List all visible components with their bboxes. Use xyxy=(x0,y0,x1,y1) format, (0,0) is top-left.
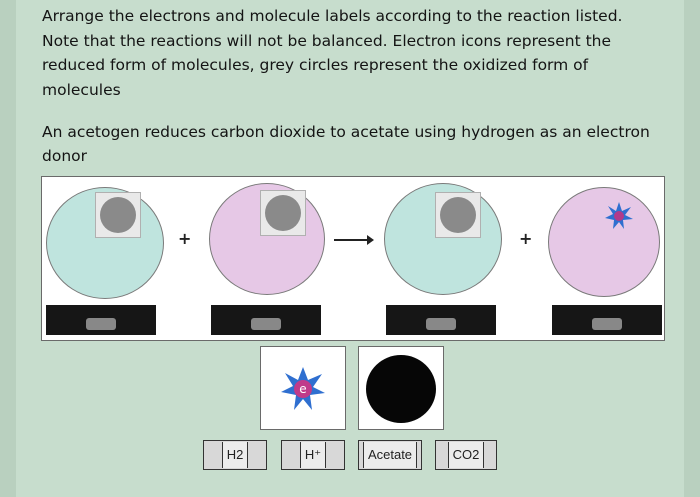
label-acetate-text: Acetate xyxy=(362,442,418,468)
label-h-plus[interactable]: H⁺ xyxy=(281,440,345,470)
grey-circle-oxidized[interactable] xyxy=(440,197,476,233)
grey-circle-oxidized-icon[interactable] xyxy=(366,355,436,423)
electron-palette-tile[interactable]: e xyxy=(260,346,346,430)
instructions-text: Arrange the electrons and molecule label… xyxy=(42,4,672,102)
grey-circle-oxidized[interactable] xyxy=(100,197,136,233)
reaction-arrow xyxy=(334,235,374,245)
label-co2[interactable]: CO2 xyxy=(435,440,497,470)
question-line-1: An acetogen reduces carbon dioxide to ac… xyxy=(42,123,650,141)
label-h2-text: H2 xyxy=(221,442,249,468)
plus-sign-right: + xyxy=(519,229,533,248)
reaction-stage: + + xyxy=(41,176,665,341)
label-drop-target-4[interactable] xyxy=(552,305,662,335)
reactant-2-slot[interactable] xyxy=(260,190,306,236)
drop-slot-placeholder xyxy=(592,318,622,330)
label-h2[interactable]: H2 xyxy=(203,440,267,470)
instructions-line-2: Note that the reactions will not be bala… xyxy=(42,31,612,50)
question-text: An acetogen reduces carbon dioxide to ac… xyxy=(42,120,672,168)
electron-icon[interactable]: e xyxy=(279,365,327,413)
drop-slot-placeholder xyxy=(86,318,116,330)
reactant-1-slot[interactable] xyxy=(95,192,141,238)
grey-circle-oxidized[interactable] xyxy=(265,195,301,231)
question-line-2: donor xyxy=(42,147,88,165)
label-h-plus-text: H⁺ xyxy=(299,442,327,468)
drop-slot-placeholder xyxy=(426,318,456,330)
electron-symbol: e xyxy=(299,382,306,396)
plus-sign-left: + xyxy=(178,229,192,248)
instructions-line-4: molecules xyxy=(42,80,121,99)
instructions-line-3: reduced form of molecules, grey circles … xyxy=(42,56,589,74)
product-1-slot[interactable] xyxy=(435,192,481,238)
electron-icon[interactable] xyxy=(604,201,634,231)
label-acetate[interactable]: Acetate xyxy=(358,440,422,470)
label-drop-target-1[interactable] xyxy=(46,305,156,335)
product-2-circle[interactable] xyxy=(548,187,660,297)
instructions-line-1: Arrange the electrons and molecule label… xyxy=(42,7,623,25)
label-drop-target-2[interactable] xyxy=(211,305,321,335)
label-drop-target-3[interactable] xyxy=(386,305,496,335)
drop-slot-placeholder xyxy=(251,318,281,330)
label-co2-text: CO2 xyxy=(447,442,485,468)
grey-circle-palette-tile[interactable] xyxy=(358,346,444,430)
